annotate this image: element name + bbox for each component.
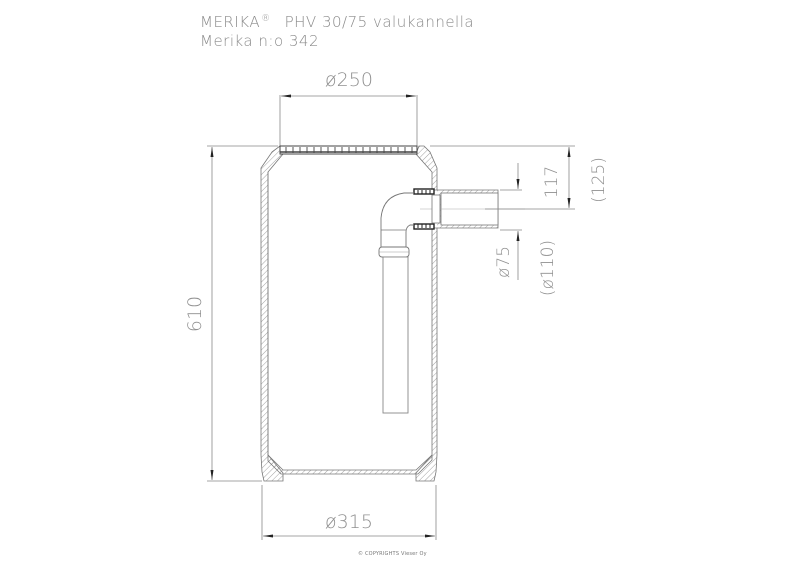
outlet-height-label: 117 xyxy=(542,166,562,198)
product-name: PHV 30/75 valukannella xyxy=(284,13,475,31)
title-line-1: MERIKA® PHV 30/75 valukannella xyxy=(200,10,474,32)
dimension-top-diameter: ø250 xyxy=(279,69,418,148)
registered-mark: ® xyxy=(261,14,271,24)
dimension-outlet-diameter: ø75 (ø110) xyxy=(494,163,558,296)
outlet-diameter-alt-label: (ø110) xyxy=(538,240,558,296)
dimension-bottom-diameter: ø315 xyxy=(261,485,437,540)
copyright-notice: © COPYRIGHTS Vieser Oy xyxy=(358,551,427,557)
brand-name: MERIKA xyxy=(200,13,261,31)
outlet-diameter-label: ø75 xyxy=(494,246,514,278)
drain-grate xyxy=(279,145,418,155)
dimension-height: 610 xyxy=(184,145,278,482)
dimension-outlet-height: 117 (125) xyxy=(485,147,609,210)
bottom-diameter-label: ø315 xyxy=(325,511,373,533)
product-number: Merika n:o 342 xyxy=(200,32,320,50)
dip-pipe xyxy=(382,256,409,414)
outlet-height-alt-label: (125) xyxy=(589,157,609,203)
elbow-pipe xyxy=(378,192,414,414)
top-diameter-label: ø250 xyxy=(325,69,373,91)
height-label: 610 xyxy=(184,296,206,332)
drain-body xyxy=(260,145,438,482)
title-block: MERIKA® PHV 30/75 valukannella Merika n:o… xyxy=(200,10,474,51)
title-line-2: Merika n:o 342 xyxy=(200,32,474,51)
